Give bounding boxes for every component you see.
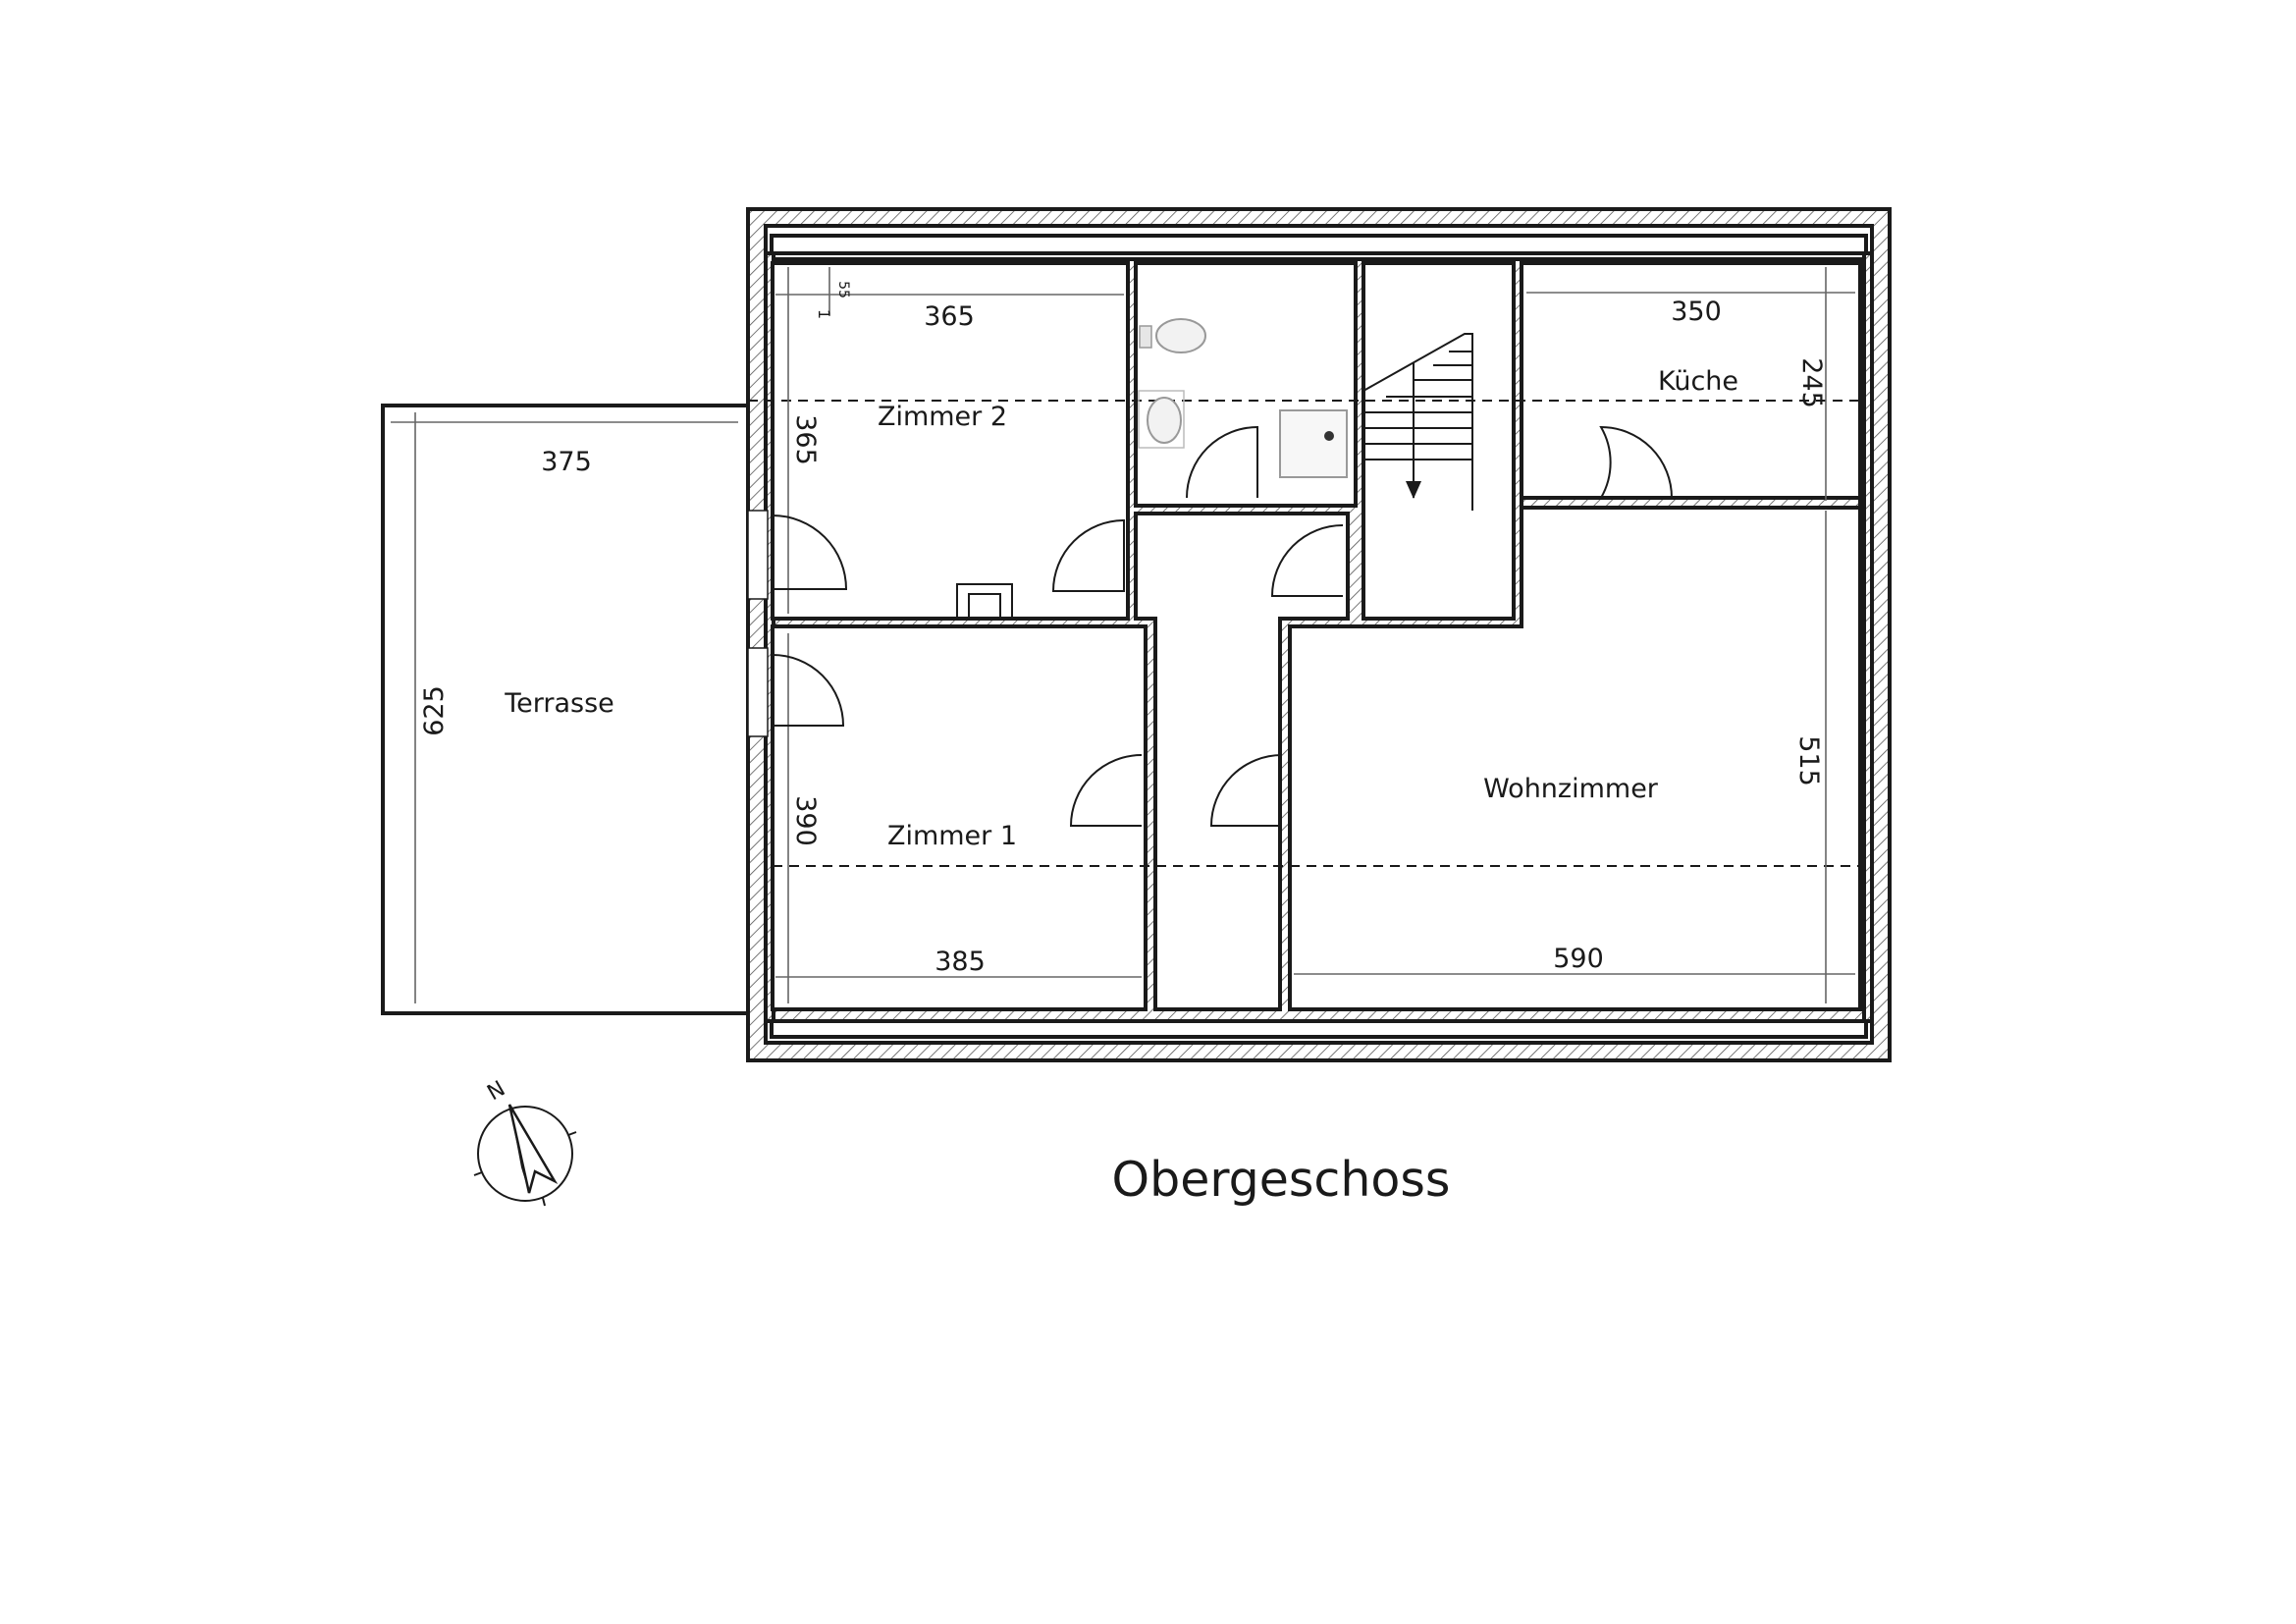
dim-zimmer2-width: 365: [924, 301, 975, 332]
staircase: [1362, 333, 1473, 511]
compass-icon: N: [473, 1076, 577, 1207]
terrace: [381, 404, 748, 1015]
chimney: [956, 583, 1013, 620]
dim-wohnzimmer-width: 590: [1553, 944, 1604, 974]
hallway: [1134, 512, 1350, 1011]
north-arrow-icon: [507, 1104, 559, 1194]
room-label-zimmer1: Zimmer 1: [887, 821, 1017, 851]
dim-small-offset-b: 1: [815, 309, 833, 319]
room-label-kueche: Küche: [1658, 366, 1738, 397]
kueche-room: [1520, 261, 1862, 508]
dim-small-offset-a: 55: [835, 281, 851, 298]
dim-zimmer1-depth: 390: [790, 795, 821, 846]
dim-kueche-depth: 245: [1796, 357, 1827, 408]
doors: [747, 425, 1673, 827]
dim-kueche-width: 350: [1671, 297, 1722, 327]
zimmer2-room: [771, 261, 1130, 621]
dim-wohnzimmer-depth: 515: [1793, 735, 1824, 786]
stair-arrow-icon: [1406, 481, 1421, 499]
dim-terrasse-depth: 625: [419, 685, 450, 736]
plan-title: Obergeschoss: [1112, 1152, 1451, 1208]
shower-icon: [1279, 409, 1348, 478]
bathroom-fixtures: [1138, 318, 1348, 478]
slope-lines: [748, 400, 1860, 867]
dimension-lines: [775, 267, 1855, 1003]
dim-zimmer2-depth: 365: [790, 414, 821, 465]
toilet-icon: [1155, 318, 1206, 353]
dim-zimmer1-width: 385: [934, 947, 986, 977]
stair-room: [1362, 261, 1516, 621]
room-label-terrasse: Terrasse: [504, 688, 614, 719]
room-label-wohnzimmer: Wohnzimmer: [1483, 774, 1659, 804]
sink-icon: [1147, 397, 1182, 444]
room-label-zimmer2: Zimmer 2: [878, 402, 1007, 432]
compass-north-label: N: [483, 1076, 509, 1106]
dim-terrasse-width: 375: [541, 447, 592, 477]
